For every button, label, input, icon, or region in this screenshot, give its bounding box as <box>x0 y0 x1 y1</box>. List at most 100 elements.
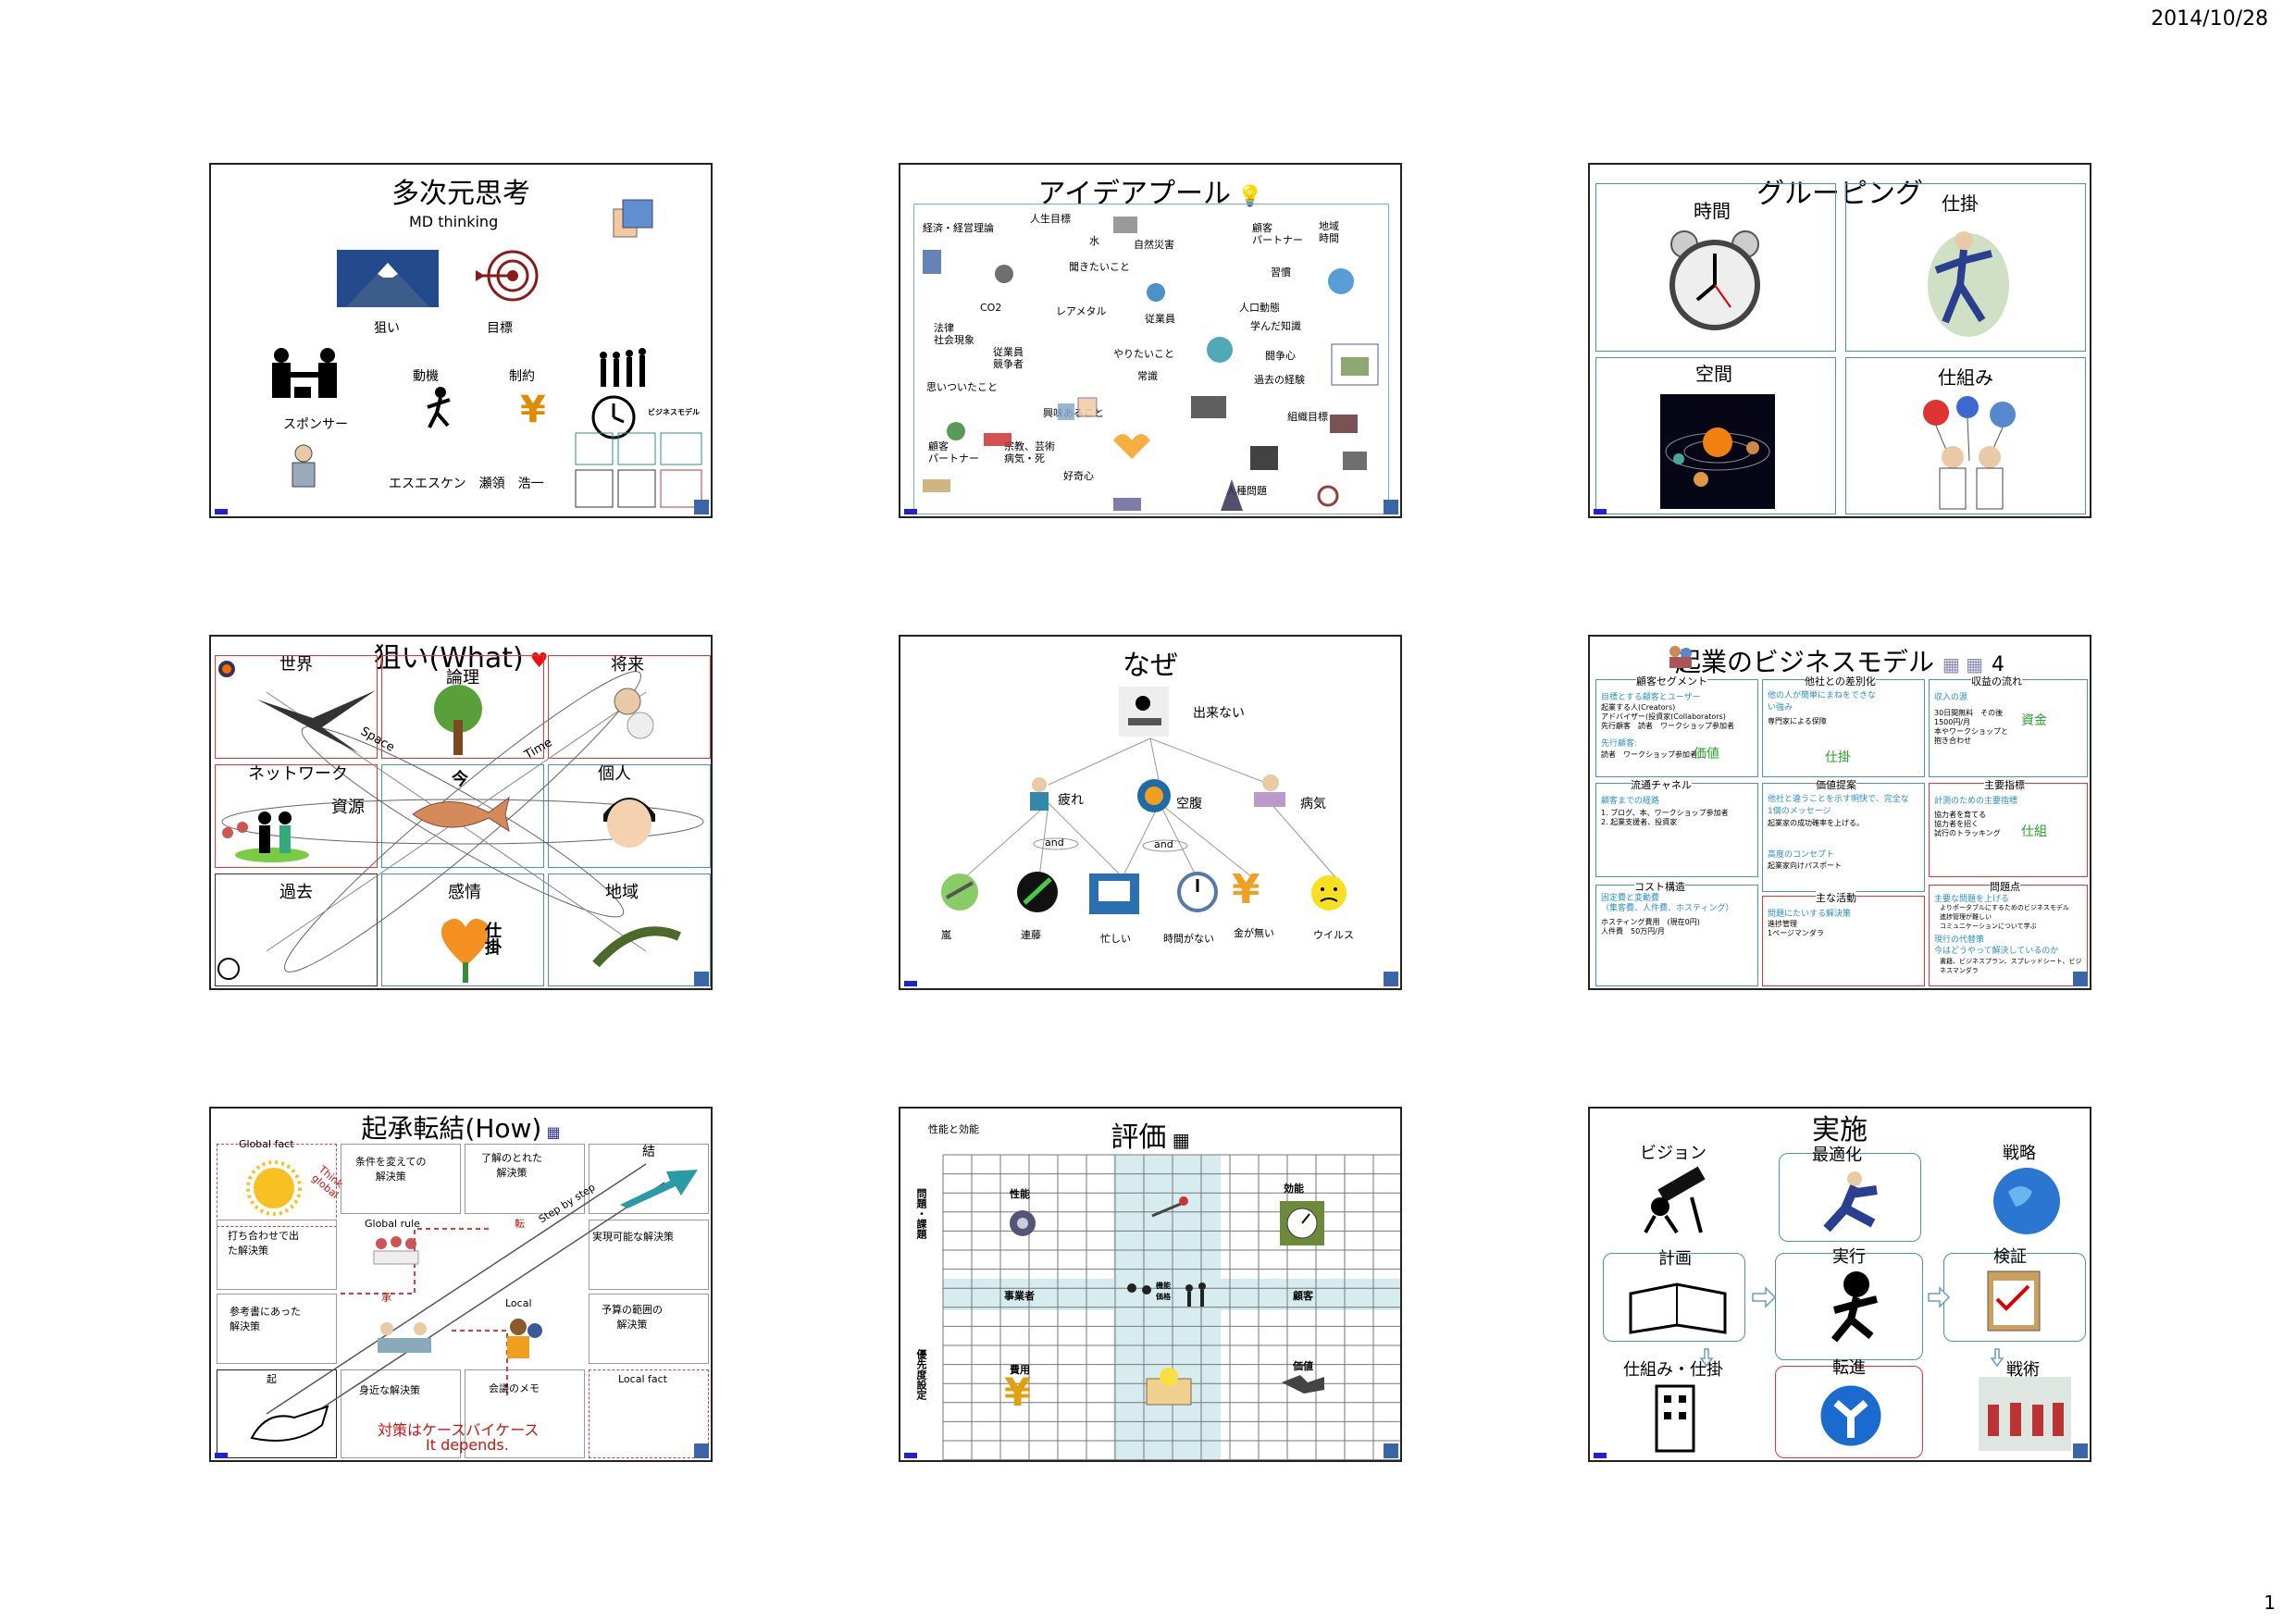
tactics-label: 戦術 <box>2006 1360 2040 1380</box>
memo-label: 会議のメモ <box>489 1382 540 1394</box>
seg-heading: 顧客セグメント <box>1636 674 1707 688</box>
tree-icon <box>434 685 482 755</box>
slide-implementation[interactable]: 実施 ビジョン 最適化 戦略 計画 実行 検証 仕組み・仕掛 転進 戦術 <box>1588 1107 2091 1462</box>
slide-grouping[interactable]: グルーピング 時間 仕掛 空間 仕組み <box>1588 163 2091 518</box>
idea-word: 過去の経験 <box>1254 374 1305 386</box>
cell-ki <box>217 1369 337 1458</box>
future-label: 将来 <box>611 655 644 675</box>
prob-title-2: 現行の代替策 <box>1934 935 1985 945</box>
why-tree-lines <box>964 737 1336 878</box>
opt-label: 最適化 <box>1812 1146 1862 1165</box>
case-label: 対策はケースバイケース <box>378 1421 540 1439</box>
aim-label: 狙い <box>374 321 400 336</box>
world-label: 世界 <box>279 655 313 675</box>
busy-icon <box>1089 873 1139 914</box>
act-body: 進捗管理 1ページマンダラ <box>1768 920 1824 937</box>
hungry-label: 空腹 <box>1176 797 1202 812</box>
storm-icon <box>941 873 978 911</box>
telescope-icon <box>1644 1166 1706 1234</box>
issue-label: 問題・課題 <box>915 1188 927 1239</box>
slide-idea-pool[interactable]: アイデアプール 💡 経済・経営理論人生目標水自然災害顧客 パートナー地域 時間聞… <box>899 163 1402 518</box>
company-logo <box>215 1453 228 1458</box>
idea-word: 従業員 競争者 <box>993 346 1024 370</box>
turn-box <box>1775 1366 1923 1458</box>
cycle-arrows <box>1699 1286 2004 1368</box>
meeting-icon <box>378 1322 431 1353</box>
group-time <box>1595 183 1836 352</box>
tired-label: 疲れ <box>1058 793 1084 808</box>
channel-title: 顧客までの経路 <box>1601 797 1660 806</box>
idea-frame <box>913 204 1389 514</box>
cost-title: 固定費と変動費 （集客費、人件費、ホスティング） <box>1601 894 1734 913</box>
ki-label: 起 <box>267 1373 277 1385</box>
concept-body: 起業家向けパスポート <box>1768 861 1842 870</box>
idea-word: 組織目標 <box>1287 411 1328 423</box>
slide-how[interactable]: 起承転結(How) ▦ Global fact Think global 条件を… <box>209 1107 713 1462</box>
time-label: 時間 <box>1694 200 1731 222</box>
cust-label: 顧客 <box>1293 1290 1313 1302</box>
local-label: Local <box>505 1297 532 1309</box>
space-label: 空間 <box>1695 363 1732 385</box>
sick-icon <box>1254 774 1285 807</box>
grid-icon: ▦ ▦ <box>1942 653 1984 675</box>
slide-title: アイデアプール 💡 <box>1037 178 1263 210</box>
prop-title: 他社と違うことを示す明快で、完全な1個のメッセージ <box>1768 795 1909 816</box>
cell-ketsu <box>589 1144 709 1214</box>
idea-word: 好奇心 <box>1063 470 1094 482</box>
logic-label: 論理 <box>446 668 479 688</box>
sick-label: 病気 <box>1300 797 1326 812</box>
slide-business-model[interactable]: 起業のビジネスモデル ▦ ▦ 4 顧客セグメント 目標とする顧客とユーザー 起業… <box>1588 635 2091 990</box>
slide-title: なぜ <box>1123 650 1178 682</box>
slide-corner-icon <box>1384 500 1398 514</box>
arrow-up-icon <box>620 1170 698 1208</box>
skater-icon <box>1823 1171 1878 1233</box>
cell-understood <box>465 1144 585 1214</box>
cell-memo <box>465 1369 585 1458</box>
group-mech <box>1845 357 2086 514</box>
shoe-icon <box>250 1405 329 1442</box>
no-money-label: 金が無い <box>1234 927 1274 939</box>
clipboard-icon <box>1987 1270 2041 1332</box>
treasure-icon <box>1146 1368 1192 1406</box>
company-logo <box>1594 1453 1607 1458</box>
page-number: 1 <box>2264 1592 2276 1614</box>
kpi-body: 協力者を育てる 協力者を招く 試行のトラッキング <box>1934 811 2001 837</box>
cost-heading: コスト構造 <box>1634 879 1685 894</box>
idea-word: 宗教、芸術 病気・死 <box>1004 440 1055 465</box>
resource-label: 資源 <box>331 798 365 817</box>
slide-md-thinking[interactable]: 多次元思考 MD thinking 狙い 目標 スポンサー 動機 制約 ¥ ビジ… <box>209 163 713 518</box>
cell-local-fact <box>589 1369 709 1458</box>
turn-sign-icon <box>1818 1382 1884 1449</box>
slide-evaluation[interactable]: 評価 ▦ 性能と効能 問題・課題 優先度設定 性能 効能 事業者 機能 価格 顧… <box>899 1107 1402 1462</box>
slide-why[interactable]: なぜ 出来ない 疲れ 空腹 病気 and and ¥ 嵐 連藤 忙しい 時間がな… <box>899 635 1402 990</box>
baseball-player-icon <box>1928 231 2009 337</box>
eval-grid <box>942 1154 1400 1460</box>
opt-box <box>1779 1153 1921 1242</box>
cell-budget <box>589 1294 709 1364</box>
prob-heading: 問題点 <box>1990 879 2020 894</box>
small-clock-icon <box>217 958 240 980</box>
scientists-icon <box>1923 396 2016 510</box>
centipede-icon <box>592 926 681 968</box>
prop-body: 起業家の成功確率を上げる。 <box>1768 819 1864 827</box>
budget-label: 予算の範囲の 解決策 <box>602 1304 663 1331</box>
people-talking-icon <box>507 1319 542 1358</box>
author-label: エスエスケン 瀬領 浩一 <box>389 477 544 491</box>
slide-corner-icon <box>1384 972 1398 986</box>
slide-aim-what[interactable]: 狙い(What) ♥ 世界 論理 将来 ネットワーク 資源 今 個人 過去 感情… <box>209 635 713 990</box>
diagram-thumbnail-icon <box>575 432 702 508</box>
feasible-label: 実現可能な解決策 <box>592 1231 674 1243</box>
channel-heading: 流通チャネル <box>1631 777 1692 792</box>
idea-word: 地域 時間 <box>1319 220 1339 244</box>
handshake-icon <box>1282 1375 1324 1394</box>
cell-region <box>548 873 711 986</box>
cannot-label: 出来ない <box>1193 706 1245 721</box>
mech-label: 仕組み・仕掛 <box>1623 1360 1723 1380</box>
heart-plant-icon <box>441 918 490 983</box>
handshake-icon <box>272 348 337 398</box>
clock-icon <box>591 395 636 440</box>
globe-icon <box>1993 1168 2060 1234</box>
yen-icon: ¥ <box>520 389 546 431</box>
yen-icon: ¥ <box>1232 866 1260 913</box>
cell-person <box>548 764 711 868</box>
